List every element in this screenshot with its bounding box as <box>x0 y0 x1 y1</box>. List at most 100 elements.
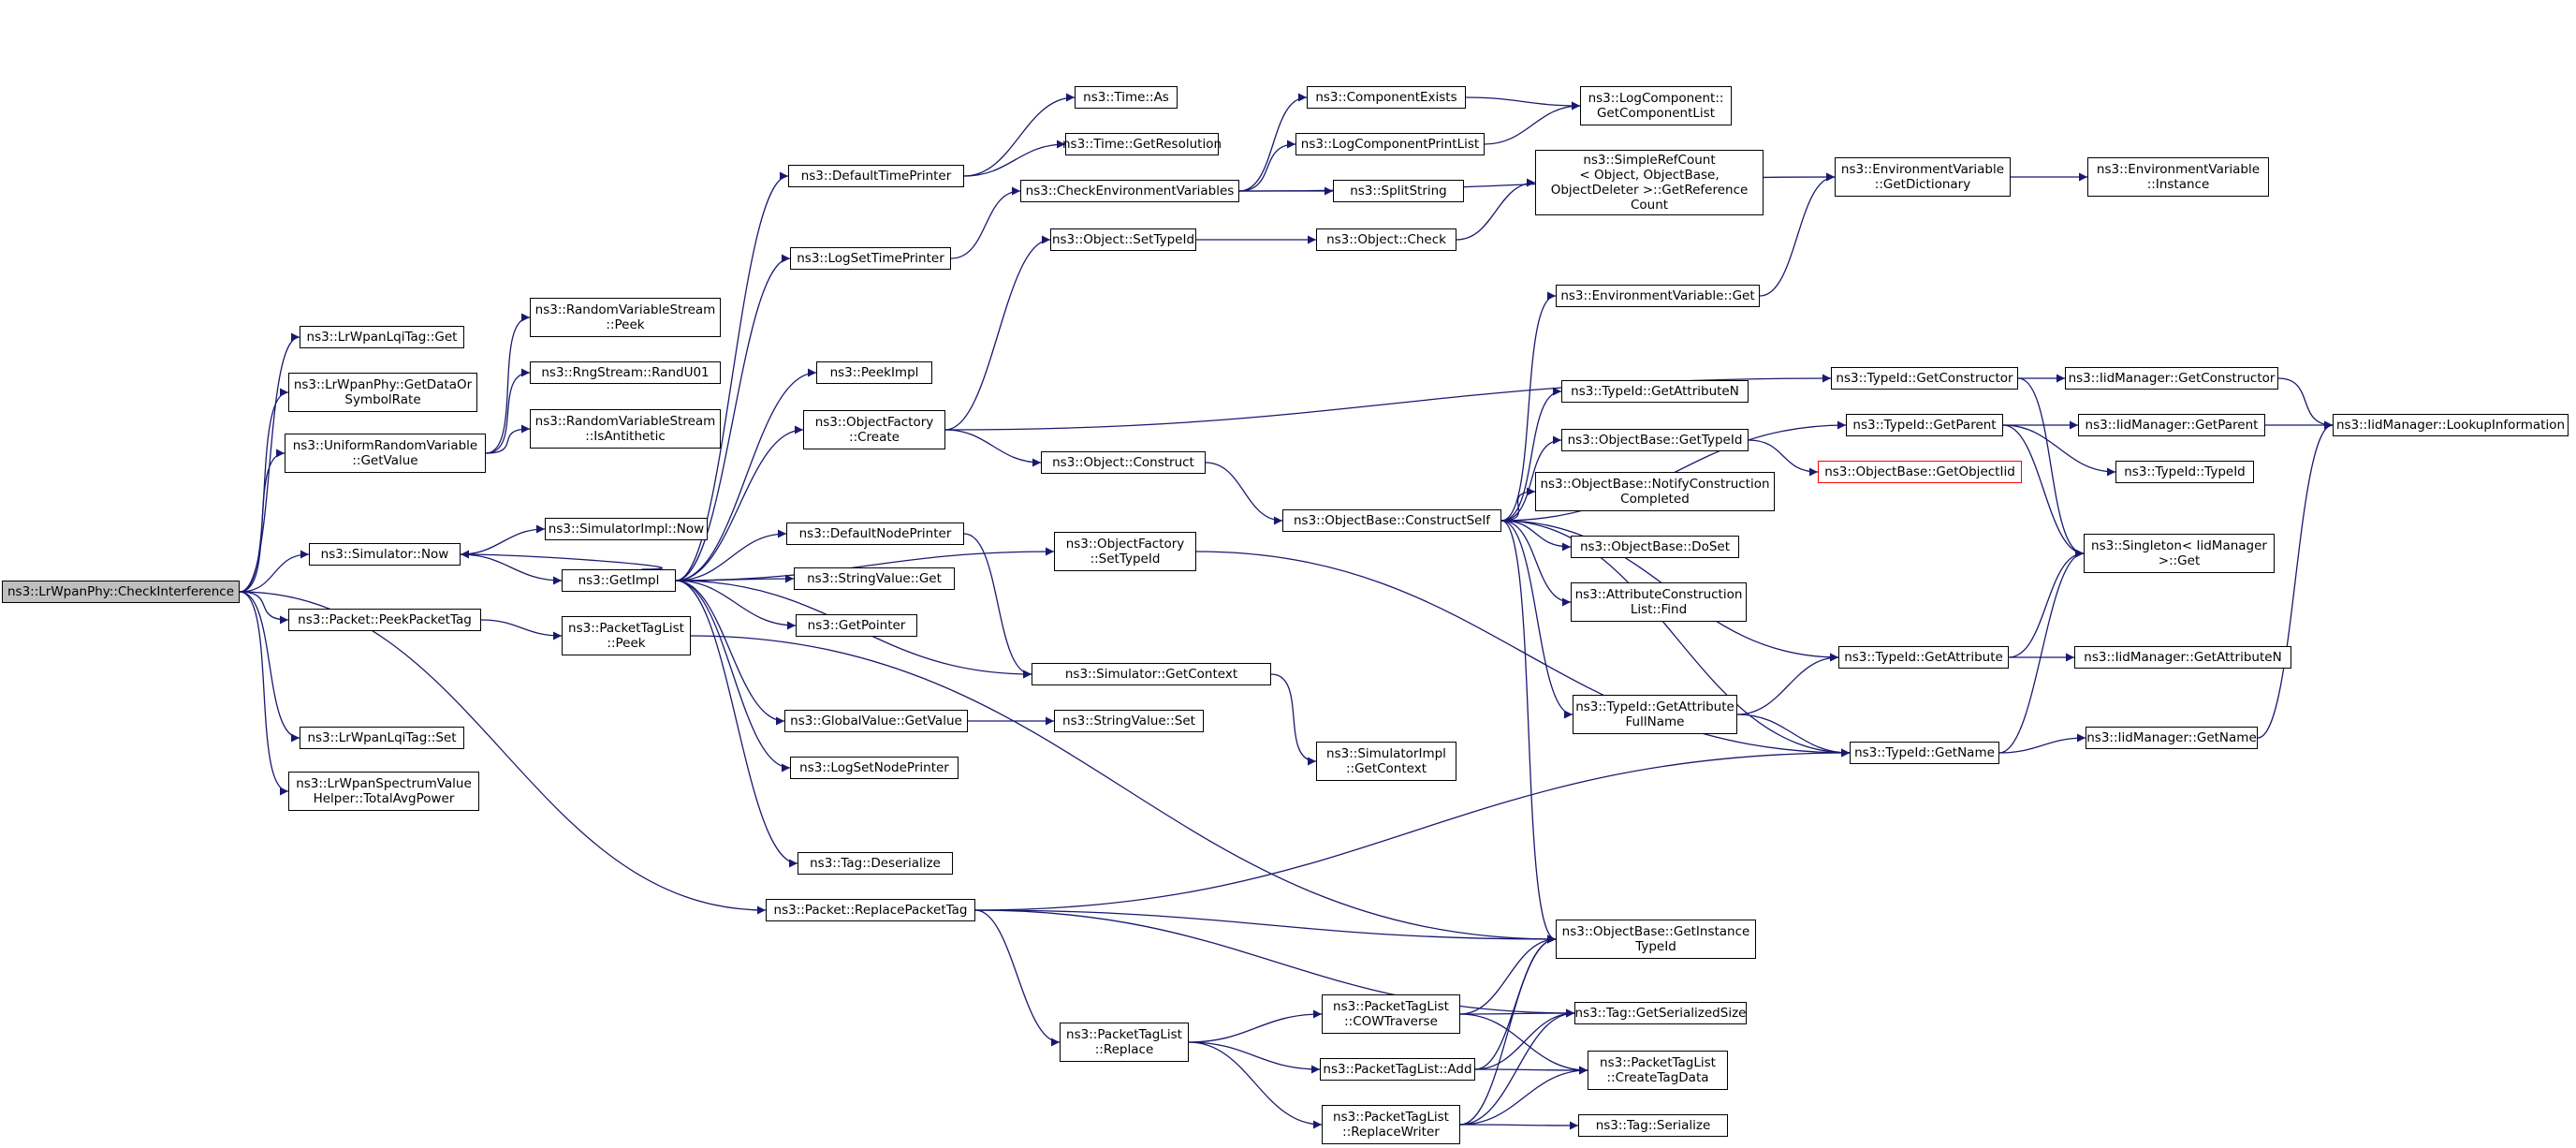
graph-node-n14[interactable]: ns3::Packet::ReplacePacketTag <box>766 899 975 921</box>
node-label-line: ::Instance <box>2146 177 2210 192</box>
graph-node-n66[interactable]: ns3::Singleton< IidManager>::Get <box>2084 534 2275 573</box>
graph-node-n16[interactable]: ns3::LogSetTimePrinter <box>790 247 951 270</box>
graph-node-n32[interactable]: ns3::StringValue::Set <box>1054 710 1204 732</box>
graph-node-n24[interactable]: ns3::Tag::Deserialize <box>798 852 953 875</box>
graph-node-n27[interactable]: ns3::CheckEnvironmentVariables <box>1020 180 1239 202</box>
graph-node-n12[interactable]: ns3::GetImpl <box>562 569 676 592</box>
graph-node-n44[interactable]: ns3::SimpleRefCount< Object, ObjectBase,… <box>1535 150 1764 215</box>
graph-node-n25[interactable]: ns3::Time::As <box>1075 86 1178 109</box>
graph-node-n3[interactable]: ns3::UniformRandomVariable::GetValue <box>285 434 486 473</box>
graph-node-n4[interactable]: ns3::Simulator::Now <box>309 543 461 566</box>
node-label-line: ns3::Object::Construct <box>1052 455 1194 470</box>
graph-node-n58[interactable]: ns3::TypeId::GetParent <box>1846 414 2003 436</box>
graph-node-n37[interactable]: ns3::Object::Check <box>1316 228 1456 251</box>
edge-n16-n27 <box>950 186 1021 259</box>
graph-node-n65[interactable]: ns3::TypeId::TypeId <box>2115 461 2254 483</box>
graph-node-n19[interactable]: ns3::DefaultNodePrinter <box>786 522 964 545</box>
graph-node-n54[interactable]: ns3::PacketTagList::CreateTagData <box>1588 1051 1728 1090</box>
graph-node-n35[interactable]: ns3::LogComponentPrintList <box>1295 133 1485 155</box>
graph-node-n36[interactable]: ns3::SplitString <box>1333 180 1464 202</box>
node-label-line: ns3::IidManager::GetParent <box>2085 418 2259 433</box>
node-label-line: ns3::IidManager::GetName <box>2086 730 2257 745</box>
edge-n0-n1 <box>239 332 300 593</box>
node-label-line: ns3::UniformRandomVariable <box>292 438 478 453</box>
graph-node-n31[interactable]: ns3::Simulator::GetContext <box>1032 663 1271 685</box>
graph-node-n38[interactable]: ns3::ObjectBase::ConstructSelf <box>1282 509 1501 532</box>
graph-node-n22[interactable]: ns3::GlobalValue::GetValue <box>784 710 968 732</box>
graph-node-n29[interactable]: ns3::Object::Construct <box>1041 451 1206 474</box>
graph-node-n41[interactable]: ns3::PacketTagList::Add <box>1320 1058 1475 1081</box>
graph-node-n8[interactable]: ns3::RandomVariableStream::Peek <box>530 298 721 337</box>
edge-n29-n38 <box>1205 462 1283 525</box>
graph-node-n5[interactable]: ns3::Packet::PeekPacketTag <box>288 609 481 631</box>
graph-node-n69[interactable]: ns3::IidManager::LookupInformation <box>2333 414 2569 436</box>
graph-node-n11[interactable]: ns3::SimulatorImpl::Now <box>545 518 708 540</box>
graph-node-n53[interactable]: ns3::Tag::GetSerializedSize <box>1574 1002 1747 1024</box>
graph-node-n56[interactable]: ns3::EnvironmentVariable::GetDictionary <box>1835 157 2011 197</box>
graph-node-n55[interactable]: ns3::Tag::Serialize <box>1578 1114 1728 1137</box>
node-label-line: TypeId <box>1635 939 1676 954</box>
graph-node-n13[interactable]: ns3::PacketTagList::Peek <box>562 616 691 655</box>
node-label-line: GetComponentList <box>1596 106 1716 121</box>
node-label-line: ns3::Tag::Deserialize <box>810 856 941 871</box>
node-label-line: ns3::Packet::PeekPacketTag <box>298 612 472 627</box>
graph-node-n0[interactable]: ns3::LrWpanPhy::CheckInterference <box>2 581 240 603</box>
graph-node-n10[interactable]: ns3::RandomVariableStream::IsAntithetic <box>530 409 721 449</box>
graph-node-n59[interactable]: ns3::ObjectBase::GetObjectIid <box>1818 461 2022 483</box>
graph-node-n26[interactable]: ns3::Time::GetResolution <box>1062 133 1222 155</box>
node-label-line: ns3::EnvironmentVariable::Get <box>1560 288 1755 303</box>
graph-node-n43[interactable]: ns3::LogComponent::GetComponentList <box>1580 86 1732 125</box>
graph-node-n45[interactable]: ns3::EnvironmentVariable::Get <box>1556 285 1760 307</box>
graph-node-n15[interactable]: ns3::DefaultTimePrinter <box>788 165 964 187</box>
node-label-line: ns3::SimpleRefCount <box>1583 153 1716 168</box>
graph-node-n57[interactable]: ns3::TypeId::GetConstructor <box>1831 367 2018 390</box>
graph-node-n67[interactable]: ns3::IidManager::GetAttributeN <box>2074 646 2291 669</box>
graph-node-n9[interactable]: ns3::RngStream::RandU01 <box>530 361 721 384</box>
node-label-line: ns3::ObjectFactory <box>814 415 934 430</box>
graph-node-n40[interactable]: ns3::PacketTagList::COWTraverse <box>1322 994 1460 1034</box>
graph-node-n28[interactable]: ns3::Object::SetTypeId <box>1050 228 1196 251</box>
graph-node-n63[interactable]: ns3::IidManager::GetConstructor <box>2065 367 2278 390</box>
graph-node-n42[interactable]: ns3::PacketTagList::ReplaceWriter <box>1322 1105 1460 1144</box>
graph-node-n6[interactable]: ns3::LrWpanLqiTag::Set <box>300 727 464 749</box>
graph-node-n39[interactable]: ns3::SimulatorImpl::GetContext <box>1316 742 1456 781</box>
edge-n14-n53 <box>974 909 1575 1018</box>
graph-node-n46[interactable]: ns3::TypeId::GetAttributeN <box>1561 380 1749 403</box>
graph-node-n60[interactable]: ns3::TypeId::GetAttribute <box>1838 646 2009 669</box>
graph-node-n64[interactable]: ns3::IidManager::GetParent <box>2078 414 2265 436</box>
graph-node-n21[interactable]: ns3::GetPointer <box>796 614 917 637</box>
edge-n42-n54 <box>1459 1066 1588 1126</box>
node-label-line: ns3::LogComponentPrintList <box>1300 137 1480 152</box>
graph-node-n17[interactable]: ns3::PeekImpl <box>816 361 932 384</box>
edge-n12-n4 <box>460 550 663 570</box>
graph-node-n30[interactable]: ns3::ObjectFactory::SetTypeId <box>1054 532 1196 571</box>
node-label-line: ns3::TypeId::TypeId <box>2124 464 2246 479</box>
node-label-line: ns3::PacketTagList <box>1066 1027 1182 1042</box>
edge-n12-n30 <box>675 547 1055 581</box>
graph-node-n61[interactable]: ns3::TypeId::GetName <box>1850 742 1999 764</box>
edge-n12-n15 <box>675 171 789 581</box>
node-label-line: ns3::StringValue::Get <box>807 571 942 586</box>
node-label-line: SymbolRate <box>344 392 421 407</box>
node-label-line: ::COWTraverse <box>1344 1014 1438 1029</box>
graph-node-n49[interactable]: ns3::ObjectBase::DoSet <box>1571 536 1739 558</box>
graph-node-n33[interactable]: ns3::PacketTagList::Replace <box>1060 1023 1189 1062</box>
edge-n60-n66 <box>2008 549 2085 658</box>
edge-n18-n29 <box>944 429 1042 467</box>
graph-node-n34[interactable]: ns3::ComponentExists <box>1307 86 1466 109</box>
edge-n14-n61 <box>974 748 1851 911</box>
graph-node-n1[interactable]: ns3::LrWpanLqiTag::Get <box>300 326 464 348</box>
graph-node-n62[interactable]: ns3::EnvironmentVariable::Instance <box>2087 157 2269 197</box>
edge-n12-n22 <box>675 580 785 726</box>
graph-node-n18[interactable]: ns3::ObjectFactory::Create <box>803 410 945 449</box>
graph-node-n20[interactable]: ns3::StringValue::Get <box>794 567 955 590</box>
graph-node-n23[interactable]: ns3::LogSetNodePrinter <box>790 757 959 779</box>
graph-node-n47[interactable]: ns3::ObjectBase::GetTypeId <box>1561 429 1749 451</box>
graph-node-n68[interactable]: ns3::IidManager::GetName <box>2086 727 2258 749</box>
